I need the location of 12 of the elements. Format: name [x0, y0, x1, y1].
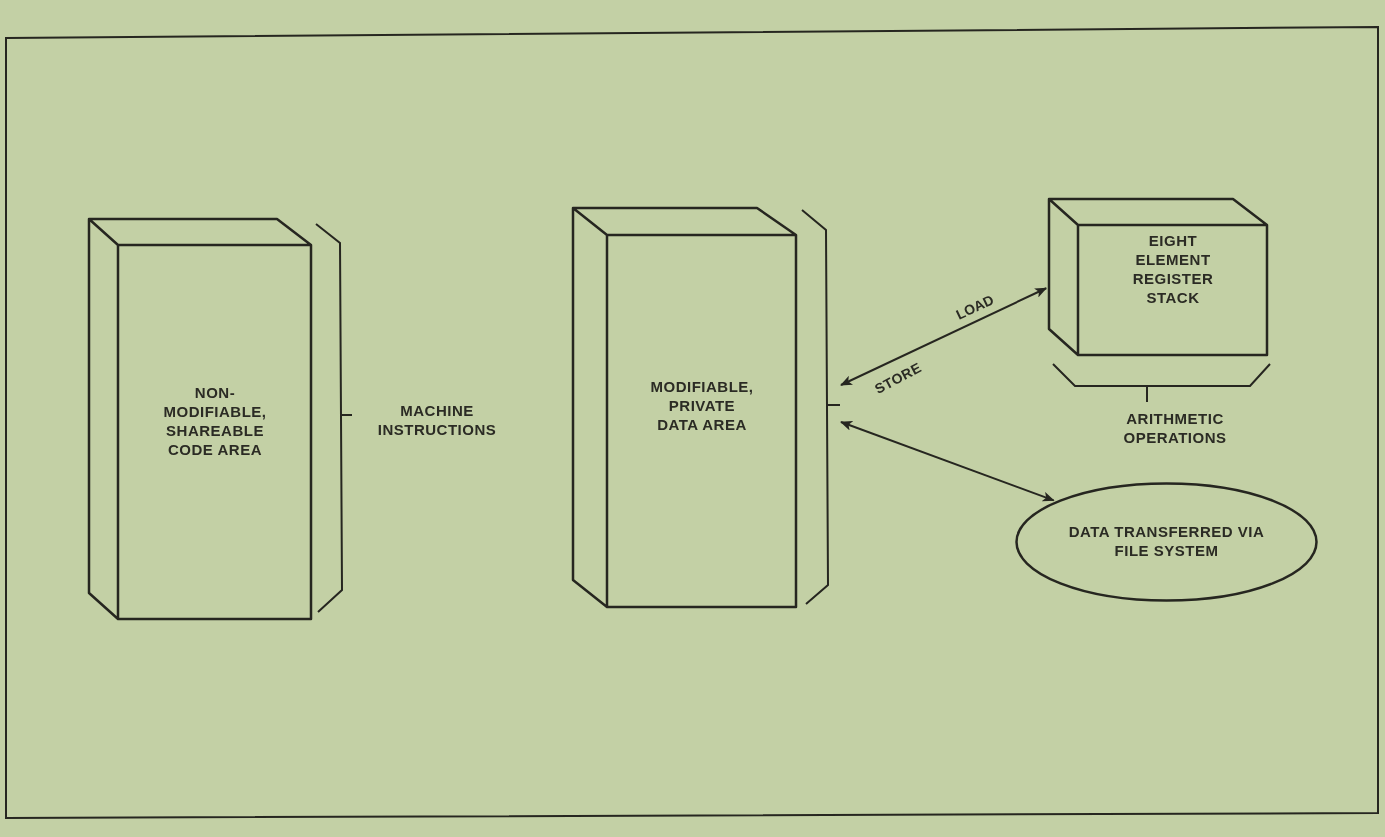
node-text: DATA TRANSFERRED VIA FILE SYSTEM	[1067, 522, 1266, 560]
annotation-text: ARITHMETIC OPERATIONS	[1123, 409, 1227, 447]
node-text: MODIFIABLE, PRIVATE DATA AREA	[650, 377, 754, 434]
storage-block	[88, 218, 312, 620]
storage-block	[1048, 198, 1268, 356]
double-arrow	[840, 287, 1048, 386]
annotation-text: MACHINE INSTRUCTIONS	[377, 401, 497, 439]
data-ellipse	[1015, 482, 1318, 602]
double-arrow	[840, 421, 1055, 502]
storage-block	[572, 207, 797, 608]
node-text: EIGHT ELEMENT REGISTER STACK	[1132, 231, 1214, 307]
node-text: NON- MODIFIABLE, SHAREABLE CODE AREA	[163, 383, 267, 459]
